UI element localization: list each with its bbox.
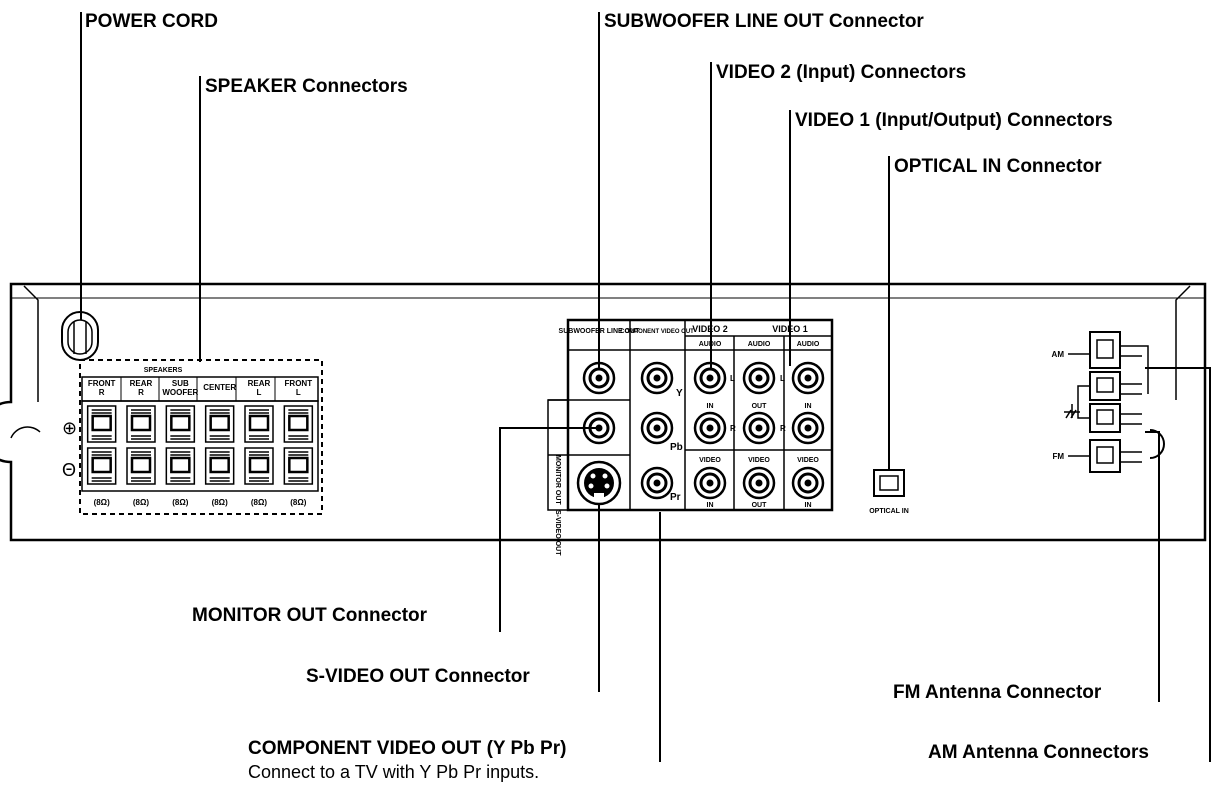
speakers-header: SPEAKERS — [144, 367, 183, 374]
rca-jack-1 — [582, 411, 616, 445]
fm-label: FM — [1052, 452, 1064, 461]
chassis — [0, 282, 1207, 542]
speaker-channel-label-1: R — [138, 388, 144, 397]
ground-icon — [1064, 404, 1080, 419]
rca-jack-0 — [582, 361, 616, 395]
callout-video1-io: VIDEO 1 (Input/Output) Connectors — [795, 110, 1113, 131]
callout-power-cord: POWER CORD — [85, 11, 218, 32]
audio-label-3: AUDIO — [797, 341, 820, 348]
leader-fm — [1145, 431, 1160, 702]
label-in-v2: IN — [707, 403, 714, 410]
optical-in-port — [873, 469, 905, 497]
speaker-channel-label-1: REAR — [130, 379, 153, 388]
label-video-in-v1: IN — [805, 502, 812, 509]
speaker-block-border — [79, 359, 323, 515]
callout-component-title: COMPONENT VIDEO OUT (Y Pb Pr) — [248, 738, 567, 759]
subwoofer-box-label: SUBWOOFER LINE OUT — [559, 328, 641, 335]
speaker-impedance-4: (8Ω) — [251, 498, 268, 507]
rca-jack-8 — [742, 361, 776, 395]
minus-symbol: Θ — [62, 460, 76, 480]
svideo-out-vertical: S-VIDEO OUT — [554, 510, 561, 556]
speaker-impedance-5: (8Ω) — [290, 498, 307, 507]
label-in-v1: IN — [805, 403, 812, 410]
label-pb: Pb — [670, 442, 683, 453]
rca-jack-7 — [693, 466, 727, 500]
callout-component-desc: Connect to a TV with Y Pb Pr inputs. — [248, 762, 540, 782]
callout-am-antenna: AM Antenna Connectors — [928, 742, 1149, 763]
audio-label-1: AUDIO — [699, 341, 722, 348]
rca-jack-10 — [742, 466, 776, 500]
speaker-terminal-3-plus — [204, 405, 235, 443]
speaker-impedance-3: (8Ω) — [212, 498, 229, 507]
component-box-label: COMPONENT VIDEO OUT — [620, 329, 694, 335]
am-label: AM — [1052, 350, 1065, 359]
speaker-channel-label-0: FRONT — [88, 379, 116, 388]
rca-jack-6 — [693, 411, 727, 445]
speaker-impedance-2: (8Ω) — [172, 498, 189, 507]
label-video-out-v1: OUT — [752, 502, 768, 509]
speaker-terminal-4-plus — [244, 405, 274, 443]
label-pr: Pr — [670, 492, 681, 503]
label-video-v2: VIDEO — [699, 457, 721, 464]
speaker-terminal-2-plus — [165, 405, 196, 443]
label-r-1: R — [730, 424, 736, 433]
label-video-v1-in: VIDEO — [797, 457, 819, 464]
label-video-v1-out: VIDEO — [748, 457, 770, 464]
rca-jack-12 — [791, 411, 825, 445]
speaker-channel-label-4: REAR — [248, 379, 271, 388]
speaker-channel-label-2: WOOFER — [162, 388, 198, 397]
speaker-channel-label-2: SUB — [172, 379, 189, 388]
optical-in-label: OPTICAL IN — [869, 508, 909, 515]
speaker-impedance-1: (8Ω) — [133, 498, 150, 507]
speaker-terminal-1-minus — [126, 447, 156, 485]
rca-jack-5 — [693, 361, 727, 395]
label-out-v1: OUT — [752, 403, 768, 410]
speaker-channel-label-4: L — [257, 388, 262, 397]
video1-label: VIDEO 1 — [772, 324, 808, 334]
callout-fm-antenna: FM Antenna Connector — [893, 682, 1102, 703]
plus-symbol: ⊕ — [62, 418, 77, 438]
speaker-channel-label-0: R — [99, 388, 105, 397]
callout-optical-in: OPTICAL IN Connector — [894, 156, 1102, 177]
leader-monitor-out — [499, 427, 598, 632]
rca-jack-9 — [742, 411, 776, 445]
label-y: Y — [676, 388, 683, 399]
speaker-terminal-0-minus — [86, 447, 117, 485]
label-r-2: R — [780, 424, 786, 433]
speaker-channel-label-5: FRONT — [285, 379, 313, 388]
speaker-channel-label-3: CENTER — [203, 383, 236, 392]
rca-jack-11 — [791, 361, 825, 395]
callout-video2-input: VIDEO 2 (Input) Connectors — [716, 62, 967, 83]
audio-label-2: AUDIO — [748, 341, 771, 348]
label-l-2: L — [780, 374, 785, 383]
callout-speaker-connectors: SPEAKER Connectors — [205, 76, 408, 97]
speaker-impedance-0: (8Ω) — [94, 498, 111, 507]
speaker-terminal-0-plus — [86, 405, 117, 443]
monitor-out-vertical: MONITOR OUT — [554, 455, 561, 505]
speaker-terminal-5-minus — [283, 447, 314, 485]
speaker-terminal-3-minus — [204, 447, 235, 485]
callout-monitor-out: MONITOR OUT Connector — [192, 605, 428, 626]
rca-jack-3 — [640, 411, 674, 445]
speaker-channel-label-5: L — [296, 388, 301, 397]
leader-am — [1145, 367, 1211, 762]
speaker-terminal-1-plus — [126, 405, 156, 443]
callout-subwoofer-line-out: SUBWOOFER LINE OUT Connector — [604, 11, 924, 32]
speaker-terminal-5-plus — [283, 405, 314, 443]
rca-jack-13 — [791, 466, 825, 500]
speaker-terminal-2-minus — [165, 447, 196, 485]
speaker-terminal-4-minus — [244, 447, 274, 485]
video2-label: VIDEO 2 — [692, 324, 728, 334]
av-panel — [566, 318, 834, 512]
svideo-jack — [576, 460, 622, 506]
rca-jack-4 — [640, 466, 674, 500]
label-l-1: L — [730, 374, 735, 383]
rca-jack-2 — [640, 361, 674, 395]
antenna-terminal-block — [1068, 331, 1165, 473]
label-video-in-v2: IN — [707, 502, 714, 509]
callout-svideo-out: S-VIDEO OUT Connector — [306, 666, 530, 687]
